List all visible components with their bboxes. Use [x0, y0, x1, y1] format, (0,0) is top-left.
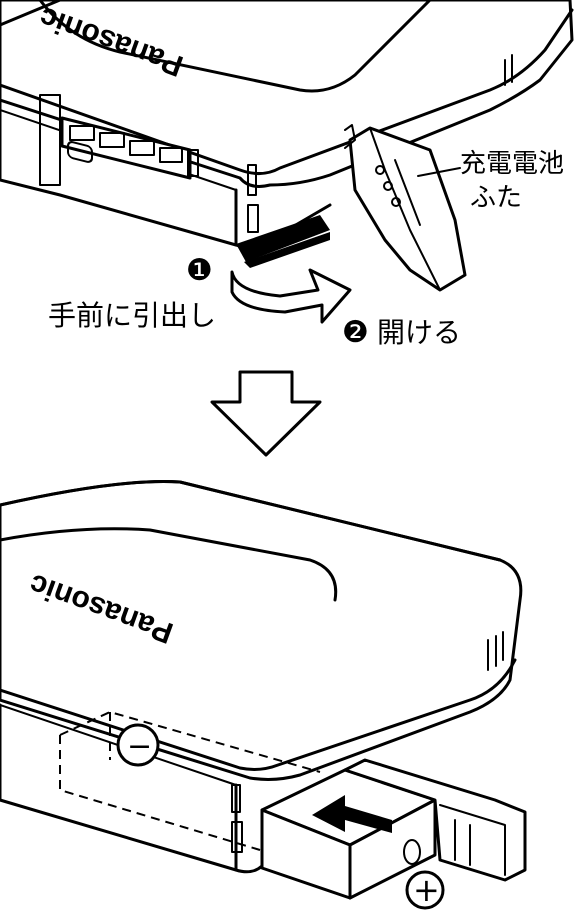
- top-panel: Panasonic 充電電池 ふた ❶ 手前に引出し ❷ 開: [0, 0, 574, 350]
- down-arrow-icon: [210, 370, 322, 457]
- open-curved-arrow-icon: [230, 268, 352, 324]
- lid-label-line2: ふた: [470, 183, 522, 213]
- bottom-panel: Panasonic −: [0, 479, 527, 910]
- lid-label-line1: 充電電池: [460, 149, 564, 179]
- left-arrow-icon: [312, 795, 392, 833]
- minus-terminal-icon: −: [116, 723, 160, 767]
- step1-label: 手前に引出し: [48, 299, 216, 332]
- camera-body-bottom: Panasonic: [0, 479, 523, 874]
- battery-slab: [236, 215, 330, 268]
- minus-symbol: −: [127, 729, 152, 764]
- camera-body-top: Panasonic: [0, 0, 574, 250]
- battery-lid-open-bottom: [343, 758, 527, 882]
- button-row: [60, 116, 199, 180]
- battery-lid-open: [344, 124, 467, 292]
- step2-marker: ❷: [342, 315, 369, 350]
- battery-compartment-dashed: [59, 710, 321, 851]
- plus-symbol: +: [413, 871, 440, 909]
- step1-marker: ❶: [186, 253, 213, 288]
- lid-leader-line: [417, 167, 461, 177]
- step2-label: 開ける: [377, 316, 461, 349]
- plus-terminal-icon: +: [405, 870, 445, 910]
